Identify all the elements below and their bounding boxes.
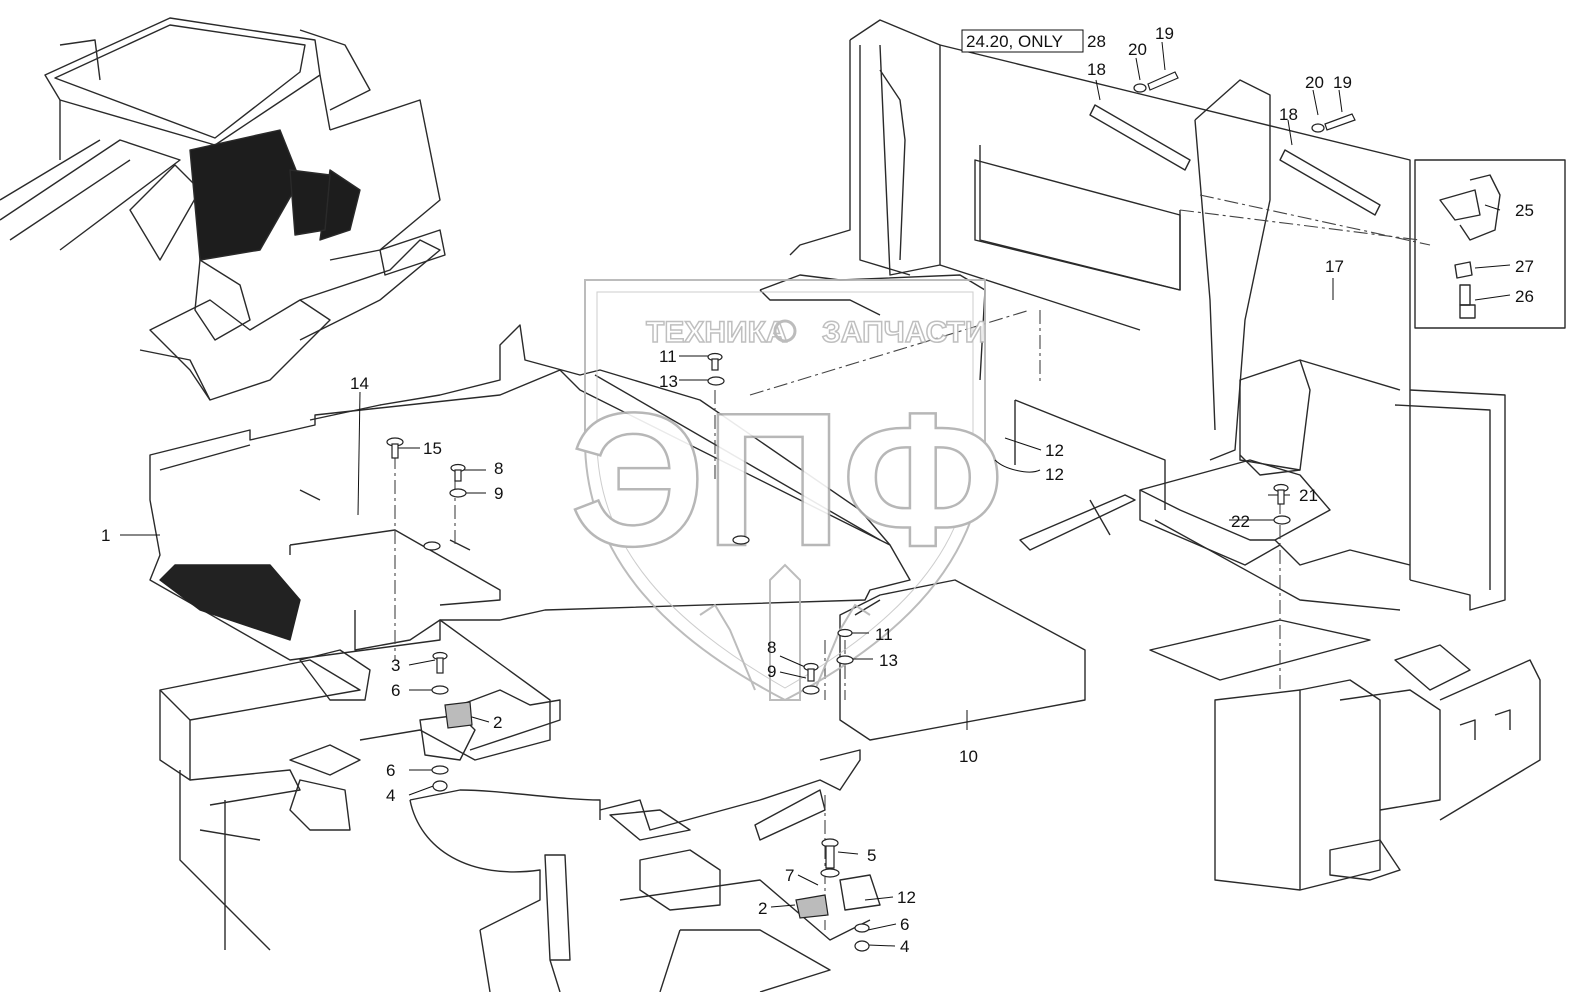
floor-plate-right — [839, 579, 1086, 741]
callout-8: 8 — [494, 459, 503, 478]
callout-14: 14 — [350, 374, 369, 393]
bracket-detail-inset — [1414, 159, 1566, 329]
watermark-text-right: ЗАПЧАСТИ — [822, 316, 986, 349]
callout-4: 4 — [386, 786, 395, 805]
callout-27: 27 — [1515, 257, 1534, 276]
callout-12: 12 — [1045, 441, 1064, 460]
callout-28: 28 — [1087, 32, 1106, 51]
floor-plate-upper — [309, 324, 891, 546]
callout-17: 17 — [1325, 257, 1344, 276]
callout-13b: 13 — [879, 651, 898, 670]
callout-7: 7 — [785, 866, 794, 885]
callout-6c: 6 — [900, 915, 909, 934]
callout-18: 18 — [1087, 60, 1106, 79]
callout-6: 6 — [391, 681, 400, 700]
floor-plate-left — [149, 369, 911, 661]
callout-2b: 2 — [758, 899, 767, 918]
rack-rails — [1089, 104, 1381, 216]
callout-11: 11 — [659, 347, 677, 366]
gear-icon — [773, 319, 797, 343]
watermark-monogram: ЭПФ — [570, 374, 1004, 586]
leader-lines — [120, 41, 1511, 947]
callout-19: 19 — [1155, 24, 1174, 43]
watermark-text-left: ТЕХНИКА — [646, 316, 788, 349]
callout-26: 26 — [1515, 287, 1534, 306]
callout-20: 20 — [1128, 40, 1147, 59]
lower-frame — [159, 610, 881, 993]
callout-9b: 9 — [767, 662, 776, 681]
callout-2: 2 — [493, 713, 502, 732]
machine-overview-inset — [0, 17, 446, 401]
callout-15: 15 — [423, 439, 442, 458]
callout-13: 13 — [659, 372, 678, 391]
watermark: ТЕХНИКА ЗАПЧАСТИ ЭПФ — [569, 279, 1005, 702]
callout-10: 10 — [959, 747, 978, 766]
hardware-parts — [386, 71, 1356, 952]
callout-6b: 6 — [386, 761, 395, 780]
callout-11b: 11 — [875, 625, 893, 644]
variant-note: 24.20, ONLY — [961, 29, 1084, 53]
callout-12c: 12 — [1045, 465, 1064, 484]
callout-25: 25 — [1515, 201, 1534, 220]
callout-19b: 19 — [1333, 73, 1352, 92]
callout-5: 5 — [867, 846, 876, 865]
callout-12b: 12 — [897, 888, 916, 907]
callout-3: 3 — [391, 656, 400, 675]
callout-4b: 4 — [900, 937, 909, 956]
frame-beam-right — [1149, 619, 1541, 891]
callout-1: 1 — [101, 526, 110, 545]
callout-8b: 8 — [767, 638, 776, 657]
callout-18b: 18 — [1279, 105, 1298, 124]
variant-note-text: 24.20, ONLY — [966, 32, 1063, 51]
callouts: 1 2 2 3 4 4 5 6 6 6 7 8 8 9 9 10 11 11 1… — [101, 24, 1534, 956]
callout-22: 22 — [1231, 512, 1250, 531]
callout-20b: 20 — [1305, 73, 1324, 92]
callout-9: 9 — [494, 484, 503, 503]
callout-21: 21 — [1299, 486, 1318, 505]
panel-17 — [974, 159, 1181, 291]
